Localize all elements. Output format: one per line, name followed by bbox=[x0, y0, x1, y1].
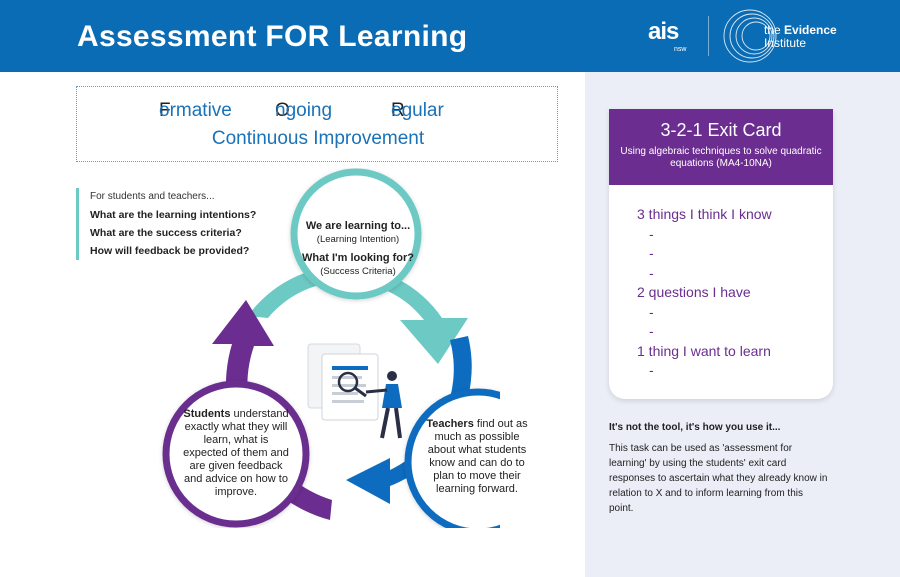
logo-divider bbox=[708, 16, 709, 56]
students-description: understand exactly what they will learn,… bbox=[183, 408, 289, 498]
exit-card: 3-2-1 Exit Card Using algebraic techniqu… bbox=[609, 109, 833, 399]
exit-dash: - bbox=[649, 225, 654, 242]
evidence-institute-swirl-icon bbox=[723, 9, 777, 63]
students-circle-text: Students understand exactly what they wi… bbox=[180, 408, 292, 499]
teachers-description: find out as much as possible about what … bbox=[427, 418, 528, 495]
evidence-institute-logo: the Evidence Institute bbox=[722, 8, 872, 64]
ongoing-cap: O bbox=[275, 100, 290, 121]
students-label: Students bbox=[183, 408, 231, 420]
ais-logo: ais nsw bbox=[640, 10, 700, 60]
intention-question: How will feedback be provided? bbox=[90, 245, 250, 257]
ais-logo-subtext: nsw bbox=[674, 46, 687, 53]
teal-cycle-arrow bbox=[248, 266, 468, 364]
usage-note: It's not the tool, it's how you use it..… bbox=[609, 422, 829, 516]
exit-dash: - bbox=[649, 323, 654, 339]
teachers-circle-text: Teachers find out as much as possible ab… bbox=[424, 418, 530, 496]
exit-section-two: 2 questions I have bbox=[637, 284, 751, 300]
success-criteria-label: (Success Criteria) bbox=[320, 266, 396, 277]
evidence-institute-text: the Evidence Institute bbox=[764, 24, 837, 50]
exit-section-three: 3 things I think I know bbox=[637, 206, 772, 222]
ongoing-rest: ngoing bbox=[275, 100, 333, 121]
looking-for-label: What I'm looking for? bbox=[302, 252, 414, 264]
formative-cap: F bbox=[159, 100, 171, 121]
feedback-cycle-diagram bbox=[162, 168, 500, 528]
intentions-list: For students and teachers... What are th… bbox=[76, 188, 256, 260]
learning-to-label: We are learning to... bbox=[305, 220, 411, 232]
ei-prefix: the bbox=[764, 23, 785, 37]
exit-dash: - bbox=[649, 264, 654, 281]
teachers-label: Teachers bbox=[426, 418, 474, 430]
exit-card-title: 3-2-1 Exit Card bbox=[660, 120, 782, 140]
ei-bold: Evidence bbox=[784, 23, 837, 37]
top-cycle-circle bbox=[290, 168, 422, 300]
exit-section-one: 1 thing I want to learn bbox=[637, 342, 771, 359]
formative-rest: ormative bbox=[159, 100, 232, 121]
exit-dash: - bbox=[649, 362, 654, 378]
ais-logo-text: ais bbox=[648, 18, 679, 45]
usage-note-heading: It's not the tool, it's how you use it..… bbox=[609, 422, 781, 433]
intentions-lead: For students and teachers... bbox=[90, 191, 215, 202]
regular-rest: egular bbox=[391, 100, 444, 121]
ei-suffix: Institute bbox=[764, 36, 807, 50]
research-illustration-icon bbox=[307, 343, 402, 439]
exit-card-body: 3 things I think I know - - - 2 question… bbox=[637, 205, 772, 381]
exit-card-subtitle: Using algebraic techniques to solve quad… bbox=[620, 146, 822, 169]
students-cycle-circle bbox=[162, 380, 310, 528]
learning-intention-label: (Learning Intention) bbox=[316, 234, 400, 245]
intention-question: What are the learning intentions? bbox=[90, 209, 257, 221]
exit-dash: - bbox=[649, 245, 654, 261]
purple-cycle-arrow bbox=[212, 300, 332, 520]
usage-note-body: This task can be used as 'assessment for… bbox=[609, 443, 828, 514]
page-title: Assessment FOR Learning bbox=[77, 20, 468, 53]
header-bar: Assessment FOR Learning ais nsw the Evid… bbox=[0, 0, 900, 72]
intention-question: What are the success criteria? bbox=[90, 227, 242, 239]
exit-card-header: 3-2-1 Exit Card Using algebraic techniqu… bbox=[609, 109, 833, 185]
teachers-cycle-circle bbox=[404, 388, 500, 528]
continuous-improvement: Continuous Improvement bbox=[211, 128, 425, 149]
exit-dash: - bbox=[649, 303, 654, 320]
regular-cap: R bbox=[391, 100, 405, 121]
top-circle-text: We are learning to... (Learning Intentio… bbox=[296, 220, 420, 278]
